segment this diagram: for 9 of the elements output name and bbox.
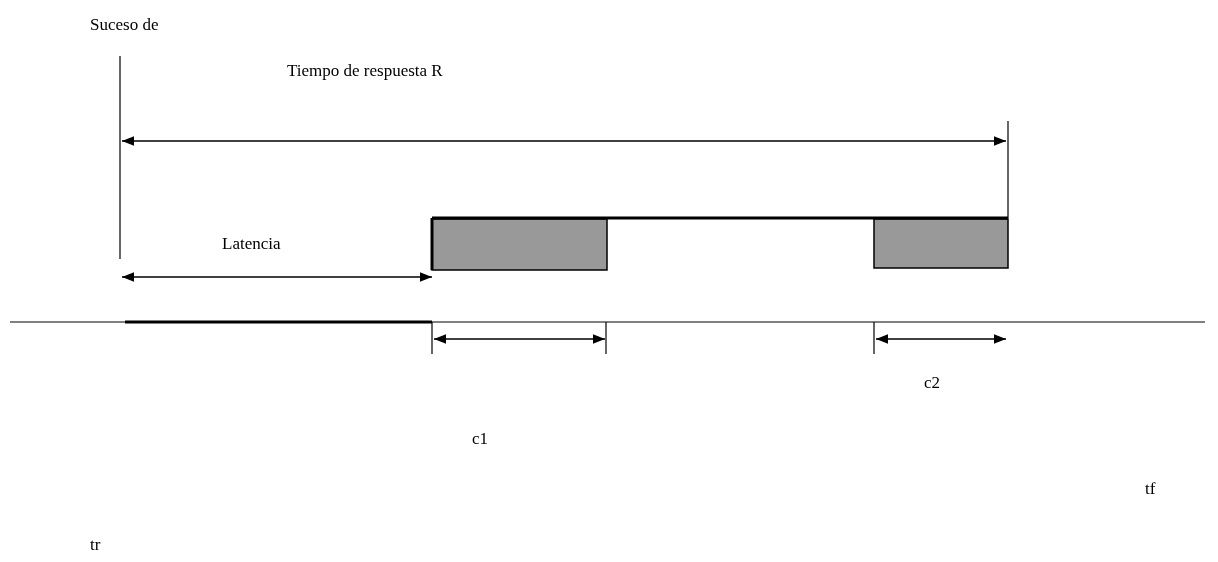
burst-bar	[431, 218, 608, 271]
time-label: tf	[1145, 480, 1156, 499]
latency-label: Latencia	[222, 235, 281, 254]
duration-label: c2	[924, 374, 941, 393]
burst-bar	[873, 218, 1009, 269]
time-label: tr	[90, 536, 101, 555]
event-label: Suceso de	[90, 16, 159, 35]
response-time-label: Tiempo de respuesta R	[287, 62, 443, 81]
duration-label: c1	[472, 430, 489, 449]
